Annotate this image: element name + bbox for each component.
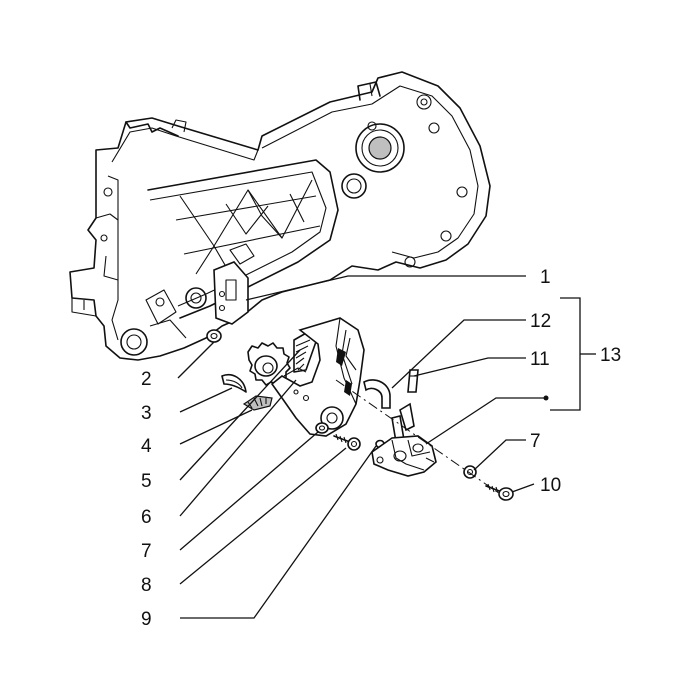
bolt-part-10: [485, 483, 514, 501]
callout-4: 4: [141, 436, 152, 457]
washer-part-2: [206, 329, 222, 343]
bolt-part-8: [333, 433, 361, 451]
callout-8: 8: [141, 575, 152, 596]
callout-10: 10: [540, 475, 561, 496]
bracket-dot: [543, 395, 549, 401]
callout-11: 11: [530, 349, 550, 370]
callout-7-right: 7: [530, 431, 541, 452]
callout-1: 1: [540, 267, 551, 288]
callout-2: 2: [141, 369, 152, 390]
callout-9: 9: [141, 609, 152, 630]
pinion-part-4: [242, 395, 273, 411]
assembly-axis-line: [335, 379, 501, 495]
callout-3: 3: [141, 403, 152, 424]
callout-6: 6: [141, 507, 152, 528]
callout-labels: 1 2 3 4 5 6 7 8 9 12 11 13 7 10: [141, 267, 621, 630]
callout-7-left: 7: [141, 541, 152, 562]
oil-pump-assembly: [363, 369, 437, 477]
leader-lines: [177, 275, 596, 619]
callout-12: 12: [530, 311, 551, 332]
callout-5: 5: [141, 471, 152, 492]
screw-part-7-left: [315, 422, 329, 434]
drive-gear-part-3: [221, 342, 291, 393]
callout-13: 13: [600, 345, 621, 366]
crankcase-housing: [69, 71, 491, 361]
